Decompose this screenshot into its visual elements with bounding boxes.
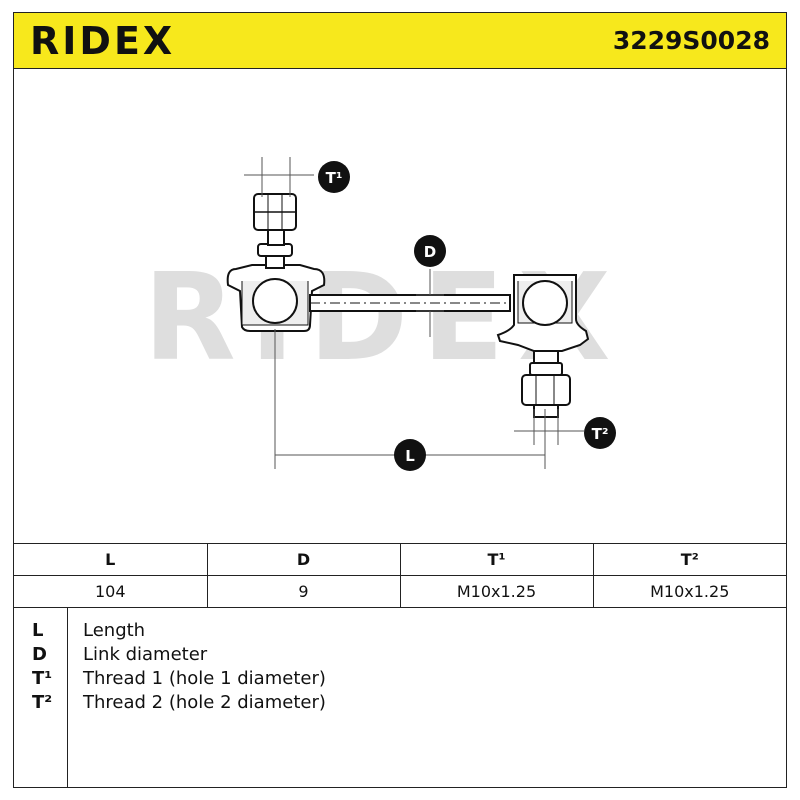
legend-divider	[67, 607, 68, 787]
spec-header-l: L	[14, 543, 208, 576]
spec-header-d: D	[206, 543, 401, 576]
legend-key: L	[32, 620, 44, 641]
legend-item: D Link diameter	[14, 643, 786, 667]
spec-header-t2: T²	[592, 543, 786, 576]
spec-value-t1: M10x1.25	[399, 575, 594, 608]
left-ball-joint	[226, 193, 326, 332]
spec-header-t1: T¹	[399, 543, 594, 576]
legend-key: T²	[32, 692, 53, 713]
spec-value-d: 9	[206, 575, 401, 608]
callout-t2: T²	[584, 417, 616, 449]
right-ball-joint	[496, 274, 590, 418]
legend: L Length D Link diameter T¹ Thread 1 (ho…	[14, 607, 786, 787]
technical-drawing: RIDEX	[14, 69, 786, 543]
header-bar: RIDEX 3229S0028	[14, 13, 786, 69]
callout-d: D	[414, 235, 446, 267]
spec-table: L D T¹ T² 104 9 M10x1.25 M10x1.25	[14, 543, 786, 608]
legend-item: T² Thread 2 (hole 2 diameter)	[14, 691, 786, 715]
link-rod	[309, 294, 511, 312]
legend-desc: Link diameter	[83, 644, 208, 665]
legend-desc: Thread 1 (hole 1 diameter)	[83, 668, 326, 689]
drawing-canvas: RIDEX	[143, 157, 616, 471]
callout-t1-label: T¹	[326, 169, 343, 187]
callout-t1: T¹	[318, 161, 350, 193]
spec-table-header-row: L D T¹ T²	[14, 543, 786, 576]
legend-key: D	[32, 644, 47, 665]
legend-item: L Length	[14, 619, 786, 643]
callout-l-label: L	[405, 447, 415, 465]
callout-t2-label: T²	[592, 425, 609, 443]
product-sheet: RIDEX 3229S0028 RIDEX	[13, 12, 787, 788]
brand-logo: RIDEX	[30, 19, 176, 63]
legend-desc: Thread 2 (hole 2 diameter)	[83, 692, 326, 713]
spec-value-l: 104	[14, 575, 208, 608]
part-number: 3229S0028	[612, 26, 770, 55]
legend-key: T¹	[32, 668, 53, 689]
callout-l: L	[394, 439, 426, 471]
callout-d-label: D	[424, 243, 436, 261]
spec-value-t2: M10x1.25	[592, 575, 786, 608]
spec-table-value-row: 104 9 M10x1.25 M10x1.25	[14, 575, 786, 608]
legend-item: T¹ Thread 1 (hole 1 diameter)	[14, 667, 786, 691]
legend-desc: Length	[83, 620, 146, 641]
